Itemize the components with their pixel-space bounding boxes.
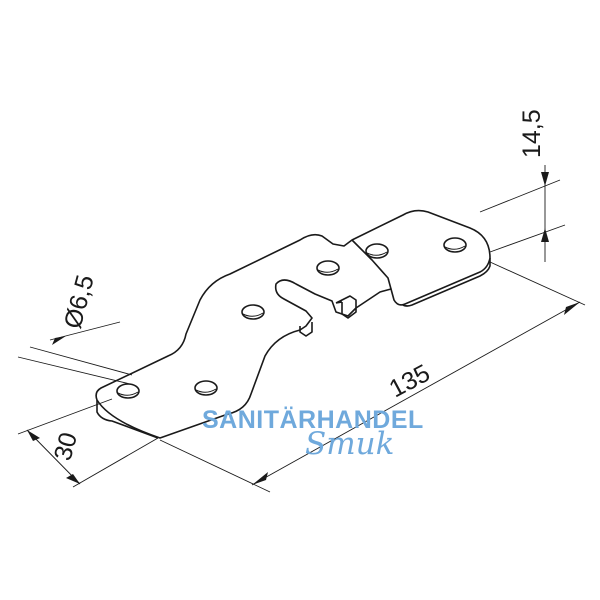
hole [241,304,265,320]
hole-inner [366,251,388,256]
hole [443,237,467,253]
step-block-left [299,322,313,337]
step-block-right [335,295,357,319]
length-label: 135 [385,359,435,403]
hole-inner [195,388,217,393]
hole-diameter-label: Ø6,5 [59,272,100,332]
part-thickness-edge [96,400,159,439]
width-label: 30 [49,429,83,463]
dimension-hole-diameter: Ø6,5 [17,272,133,385]
hole-inner [242,312,264,317]
watermark-line2: Smuk [305,426,394,462]
hole [316,260,340,276]
hole [365,243,389,259]
hole-inner [317,268,339,273]
dimension-offset: 14,5 [479,109,566,262]
watermark-line1: SANITÄRHANDEL [202,406,424,434]
hole [194,380,218,396]
holes [116,237,467,399]
watermark-logo: SANITÄRHANDEL Smuk [202,406,424,462]
step-fold-line [351,239,392,290]
offset-label: 14,5 [518,109,546,158]
bracket-part [95,209,491,439]
hole-inner [117,391,139,396]
hole [116,383,140,399]
part-outline [95,209,491,439]
hole-inner [444,245,466,250]
